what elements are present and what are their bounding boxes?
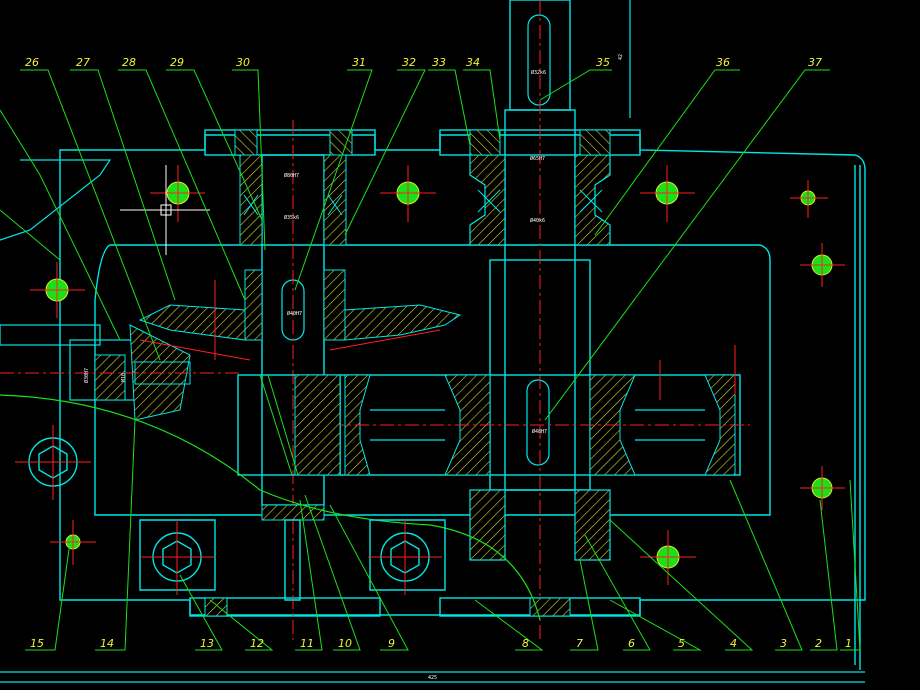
part-label: 11 <box>300 637 314 650</box>
part-label: 9 <box>388 637 395 650</box>
part-label: 7 <box>576 637 583 650</box>
dimension-annotations: Ø32k6 42 Ø65H7 Ø40k6 Ø80H7 Ø35k6 Ø40H7 Ø… <box>83 54 624 681</box>
part-label: 6 <box>628 637 635 650</box>
part-label: 1 <box>845 637 852 650</box>
part-label: 34 <box>466 56 480 69</box>
part-label: 35 <box>596 56 610 69</box>
leader-lines <box>0 69 861 651</box>
part-label: 31 <box>352 56 366 69</box>
part-label: 15 <box>30 637 44 650</box>
part-label: 33 <box>432 56 446 69</box>
dim-pinion-nut: M10 <box>121 373 127 382</box>
part-label: 2 <box>815 637 822 650</box>
cad-crosshair <box>120 165 210 255</box>
part-label: 13 <box>200 637 214 650</box>
part-label: 27 <box>76 56 90 69</box>
dim-gear-bore-right: Ø48H7 <box>532 428 547 435</box>
part-label: 4 <box>730 637 737 650</box>
part-label: 36 <box>716 56 730 69</box>
large-gear <box>330 374 750 476</box>
input-shaft <box>0 159 541 621</box>
part-label: 37 <box>808 56 822 69</box>
dim-bearing-left-top: Ø80H7 <box>284 172 299 179</box>
part-label: 8 <box>522 637 529 650</box>
dim-shaft-top-right: 42 <box>618 54 624 60</box>
part-label: 32 <box>402 56 416 69</box>
part-label: 3 <box>780 637 787 650</box>
dim-gear-bore-left: Ø40H7 <box>287 310 302 317</box>
bearing-top-right <box>469 129 611 246</box>
dim-bearing-inner: Ø40k6 <box>530 217 545 224</box>
part-label: 26 <box>25 56 39 69</box>
intermediate-shaft <box>138 120 462 640</box>
part-label: 14 <box>100 637 114 650</box>
part-labels-bottom: 15 14 13 12 11 10 9 8 7 6 5 4 3 2 1 <box>30 637 852 650</box>
nuts <box>28 437 446 601</box>
part-labels-top: 26 27 28 29 30 31 32 33 34 35 36 37 <box>25 56 822 69</box>
dim-bearing-left-inner: Ø35k6 <box>284 214 299 221</box>
part-label: 12 <box>250 637 264 650</box>
dim-shaft-top: Ø32k6 <box>531 69 546 76</box>
bearing-bottom-right <box>469 489 611 617</box>
dim-overall-width: 425 <box>428 675 437 681</box>
part-label: 29 <box>170 56 184 69</box>
part-label: 10 <box>338 637 352 650</box>
part-label: 28 <box>122 56 136 69</box>
part-label: 30 <box>236 56 250 69</box>
center-marks <box>15 165 845 595</box>
frame-lines <box>0 0 865 683</box>
part-label: 5 <box>678 637 685 650</box>
dim-bearing-top: Ø65H7 <box>530 155 545 162</box>
dim-pinion-bore: Ø30H7 <box>83 368 90 383</box>
